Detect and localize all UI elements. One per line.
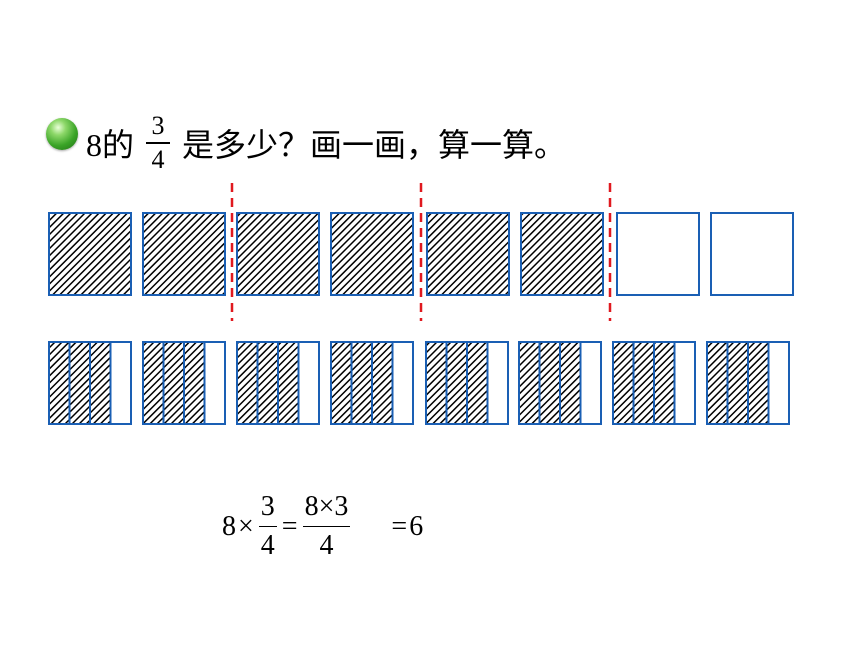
fraction-bar [146, 142, 171, 144]
row1-dividers [230, 183, 612, 321]
question-suffix: 是多少？画一画，算一算。 [182, 127, 567, 163]
shaded-square [520, 212, 604, 296]
shaded-part [162, 341, 185, 425]
shaded-part [726, 341, 749, 425]
shaded-part [559, 341, 582, 425]
shaded-square [330, 212, 414, 296]
question-prefix: 8的 [86, 127, 135, 163]
shaded-part [142, 341, 165, 425]
question-fraction: 3 4 [146, 111, 171, 174]
shaded-part [518, 341, 541, 425]
empty-part [297, 341, 320, 425]
empty-square [710, 212, 794, 296]
formula-f2-bar [302, 526, 351, 527]
shaded-part [706, 341, 729, 425]
shaded-part [236, 341, 259, 425]
shaded-part [612, 341, 635, 425]
formula-fraction-1: 3 4 [258, 491, 277, 561]
green-bullet-icon [46, 118, 78, 150]
shaded-square [236, 212, 320, 296]
divided-square [518, 341, 602, 425]
formula-eq2: = [391, 510, 408, 542]
divided-square [330, 341, 414, 425]
shaded-square [48, 212, 132, 296]
question-text: 8的 3 4 是多少？画一画，算一算。 [86, 108, 566, 178]
divided-square [236, 341, 320, 425]
formula-f1-numerator: 3 [260, 491, 275, 522]
shaded-part [68, 341, 91, 425]
row2-squares [48, 341, 790, 425]
formula-a: 8 [222, 510, 236, 542]
empty-part [203, 341, 226, 425]
formula: 8 × 3 4 = 8×3 4 = 6 [222, 493, 423, 560]
formula-f1-denominator: 4 [260, 530, 275, 561]
shaded-part [48, 341, 71, 425]
empty-part [579, 341, 602, 425]
formula-fraction-2: 8×3 4 [302, 491, 351, 561]
shaded-part [445, 341, 468, 425]
formula-eq1: = [281, 510, 298, 542]
shaded-part [747, 341, 770, 425]
divided-square [706, 341, 790, 425]
shaded-part [183, 341, 206, 425]
empty-part [391, 341, 414, 425]
formula-f2-denominator: 4 [319, 530, 334, 561]
empty-part [109, 341, 132, 425]
shaded-part [466, 341, 489, 425]
formula-result: 6 [409, 510, 424, 542]
empty-part [767, 341, 790, 425]
shaded-part [256, 341, 279, 425]
empty-square [616, 212, 700, 296]
shaded-part [538, 341, 561, 425]
shaded-part [277, 341, 300, 425]
divided-square [425, 341, 509, 425]
fraction-numerator: 3 [151, 111, 165, 140]
divided-square [48, 341, 132, 425]
shaded-part [425, 341, 448, 425]
shaded-part [330, 341, 353, 425]
shaded-part [653, 341, 676, 425]
formula-times: × [238, 510, 254, 542]
fraction-denominator: 4 [151, 145, 165, 174]
empty-part [486, 341, 509, 425]
row1-squares [48, 212, 794, 296]
formula-f1-bar [258, 526, 277, 527]
shaded-square [426, 212, 510, 296]
empty-part [673, 341, 696, 425]
formula-f2-numerator: 8×3 [304, 491, 349, 522]
divided-square [142, 341, 226, 425]
shaded-part [350, 341, 373, 425]
shaded-part [632, 341, 655, 425]
divided-square [612, 341, 696, 425]
shaded-square [142, 212, 226, 296]
shaded-part [89, 341, 112, 425]
shaded-part [371, 341, 394, 425]
